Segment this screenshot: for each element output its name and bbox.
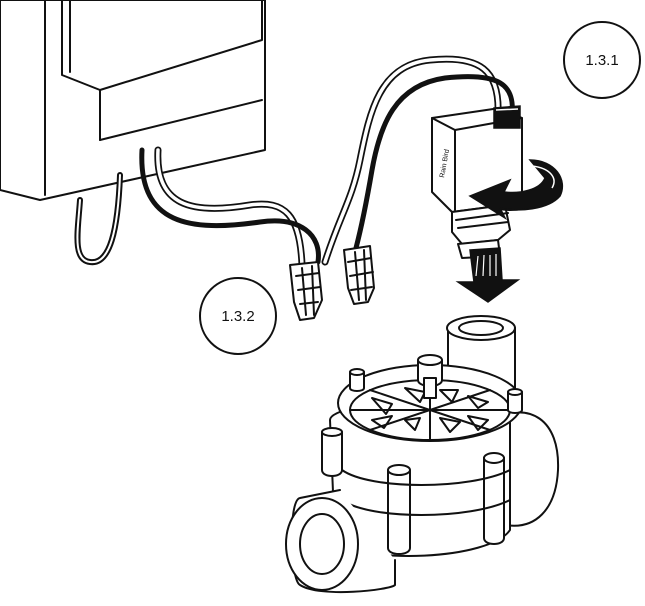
- bleed-screw: [417, 354, 443, 399]
- controller-box: [0, 0, 266, 201]
- solenoid-brand-label: Rain Bird: [439, 149, 451, 179]
- wire-nut-left: [289, 261, 323, 321]
- valve: [285, 315, 560, 594]
- bonnet-vents: [349, 379, 511, 441]
- callout-label-1-3-1: 1.3.1: [585, 52, 618, 69]
- rotate-arrow-icon: [468, 159, 564, 221]
- wire-nuts: [289, 245, 375, 321]
- controller-wires: [74, 146, 321, 269]
- down-arrow-icon: [455, 247, 521, 303]
- solenoid-wires: [321, 55, 515, 266]
- callout-label-1-3-2: 1.3.2: [221, 308, 254, 325]
- wire-nut-right: [343, 245, 375, 305]
- callout-1-3-1: 1.3.1: [563, 21, 641, 99]
- callout-1-3-2: 1.3.2: [199, 277, 277, 355]
- bolt-posts: [321, 368, 523, 555]
